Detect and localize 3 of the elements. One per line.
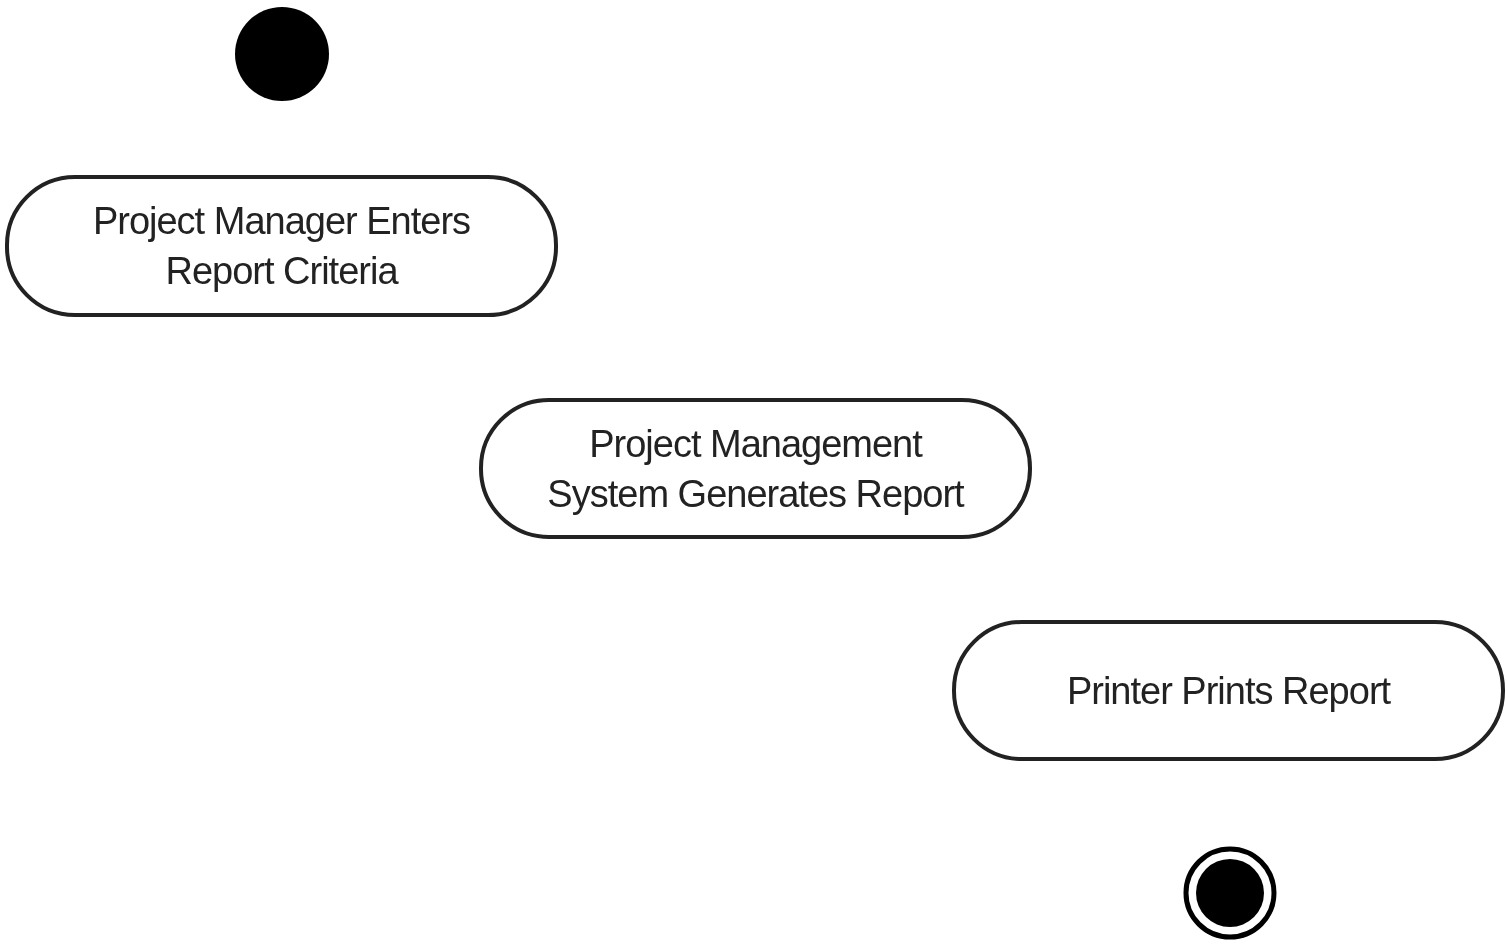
activity-label: Printer Prints Report — [1066, 668, 1391, 714]
activity-label: Project Management System Generates Report — [547, 421, 964, 517]
activity-label: Project Manager Enters Report Criteria — [91, 199, 472, 294]
